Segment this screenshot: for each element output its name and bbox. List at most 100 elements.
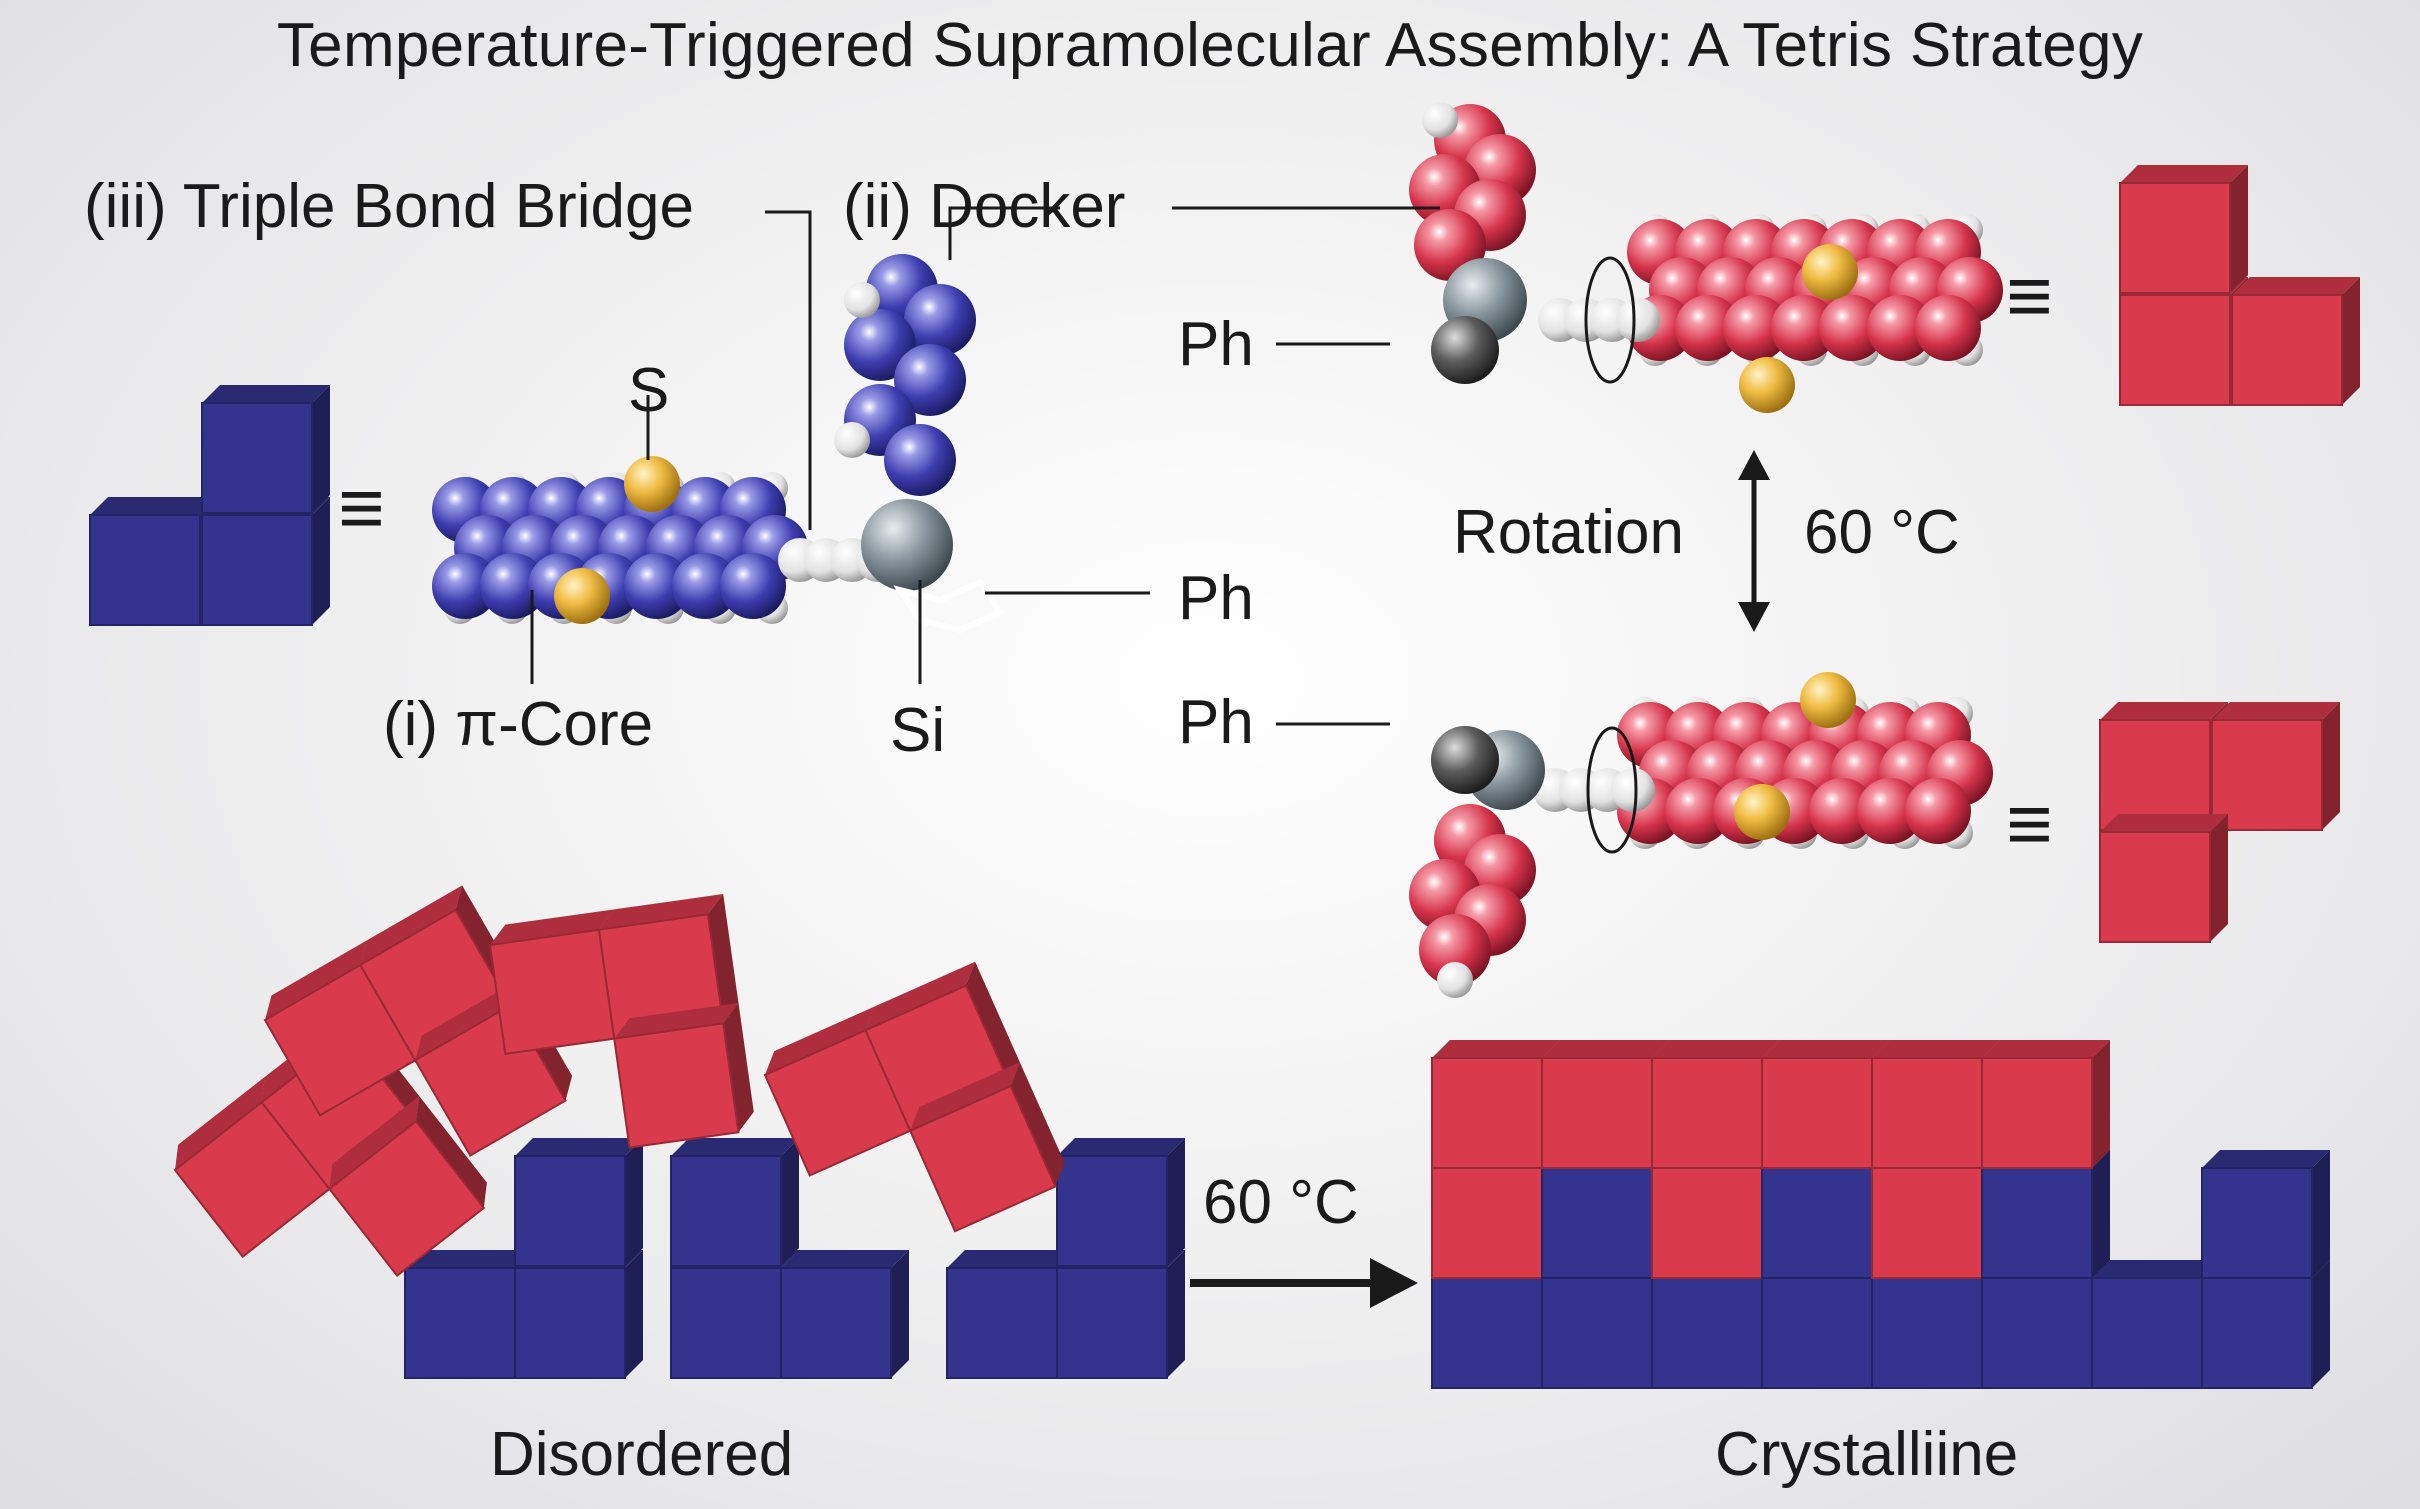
red-cube	[1541, 1040, 1670, 1169]
carbon-atom	[1915, 295, 1981, 361]
rotation-arrow-icon	[1584, 256, 1636, 384]
rotation-label: Rotation	[1453, 498, 1684, 567]
carbon-atom	[1665, 778, 1731, 844]
assembly-temperature-label: 60 °C	[1203, 1168, 1359, 1237]
blue-cube	[2091, 1260, 2220, 1389]
molecule-models	[432, 102, 2003, 998]
blue-cube	[670, 1250, 799, 1379]
blue-cube	[514, 1250, 643, 1379]
sulfur-label: S	[628, 356, 670, 425]
blue-cube	[780, 1250, 909, 1379]
tetris-cube	[2099, 702, 2228, 831]
tetris-cube	[2119, 165, 2248, 294]
blue-cube	[2201, 1150, 2330, 1279]
carbon-atom	[1867, 295, 1933, 361]
triple-bond-bridge-model	[1538, 298, 1660, 342]
red-cube	[613, 1002, 754, 1149]
sulfur-atom	[1739, 357, 1795, 413]
tetris-blocks	[89, 165, 2360, 1389]
phenyl-carbon	[844, 309, 916, 381]
red-cube	[908, 1062, 1065, 1233]
red-cube	[1431, 1040, 1560, 1169]
docker-callout-line-short	[948, 206, 1060, 260]
docker-label: (ii) Docker	[843, 172, 1126, 241]
bridge-callout-line	[765, 210, 812, 530]
phenyl-carbon	[904, 284, 976, 356]
blue-cube	[1981, 1260, 2110, 1389]
blue-cube	[2201, 1260, 2330, 1389]
blue-cube	[1761, 1260, 1890, 1389]
carbon-atom	[1675, 295, 1741, 361]
tetris-cube	[2119, 277, 2248, 406]
phenyl-carbon	[1431, 726, 1499, 794]
phenyl-carbon	[1419, 914, 1491, 986]
phenyl-carbon	[894, 344, 966, 416]
phenyl-carbon	[884, 424, 956, 496]
blue-cube	[1431, 1260, 1560, 1389]
hydrogen-atom	[1437, 962, 1473, 998]
bridge-atom	[1616, 298, 1660, 342]
callout-lines	[530, 206, 1770, 1308]
pi-core-model	[1617, 672, 1993, 849]
blue-l-piece	[89, 385, 330, 626]
tetris-cube	[2231, 277, 2360, 406]
right-arrow-icon	[1190, 1258, 1418, 1308]
red-cube	[1981, 1040, 2110, 1169]
equivalence-symbol-icon: ≡	[2006, 779, 2053, 868]
blue-cube	[1056, 1250, 1185, 1379]
blue-cube	[404, 1250, 533, 1379]
rotation-temperature-label: 60 °C	[1804, 498, 1960, 567]
bridge-atom	[1611, 768, 1655, 812]
middle-cube	[1431, 1150, 1560, 1279]
red-cube	[328, 1095, 487, 1278]
blue-cube	[1541, 1260, 1670, 1389]
equivalence-symbol-icon: ≡	[2006, 251, 2053, 340]
pi-core-model	[1627, 214, 2003, 413]
docker-model-red-upper	[1409, 102, 1536, 384]
red-cube	[1761, 1040, 1890, 1169]
equivalence-symbol-icon: ≡	[338, 463, 385, 552]
tetris-cube	[89, 497, 218, 626]
tetris-cube	[2211, 702, 2340, 831]
rotation-arrow-icon	[1586, 726, 1638, 854]
carbon-atom	[1771, 295, 1837, 361]
carbon-atom	[432, 553, 498, 619]
sulfur-atom	[1802, 244, 1858, 300]
phenyl-label-upper: Ph	[1178, 310, 1254, 379]
sulfur-atom	[1800, 672, 1856, 728]
sulfur-atom	[624, 456, 680, 512]
pi-core-model	[432, 456, 808, 624]
sulfur-atom	[1734, 784, 1790, 840]
silicon-label: Si	[890, 696, 946, 765]
silicon-atom	[861, 499, 953, 591]
red-l-piece-lower	[2099, 702, 2340, 943]
hydrogen-atom	[844, 282, 880, 318]
red-cube	[1871, 1040, 2000, 1169]
red-cube	[1651, 1040, 1780, 1169]
carbon-atom	[480, 553, 546, 619]
carbon-atom	[672, 553, 738, 619]
carbon-atom	[1809, 778, 1875, 844]
blue-cube	[670, 1138, 799, 1267]
blue-cube	[514, 1138, 643, 1267]
middle-cube	[1871, 1150, 2000, 1279]
hydrogen-atom	[1422, 102, 1458, 138]
phenyl-label-left: Ph	[1178, 564, 1254, 633]
blue-cube	[1871, 1260, 2000, 1389]
carbon-atom	[624, 553, 690, 619]
blue-cube	[946, 1250, 1075, 1379]
figure-title: Temperature-Triggered Supramolecular Ass…	[276, 11, 2144, 80]
tetris-cube	[201, 497, 330, 626]
carbon-atom	[1905, 778, 1971, 844]
red-piece-tilted-d	[763, 961, 1065, 1233]
middle-cube	[1981, 1150, 2110, 1279]
tetris-cube	[201, 385, 330, 514]
carbon-atom	[720, 553, 786, 619]
carbon-atom	[1857, 778, 1923, 844]
docker-model-blue	[834, 254, 1005, 634]
bridge-label: (iii) Triple Bond Bridge	[84, 172, 694, 241]
phenyl-label-lower: Ph	[1178, 688, 1254, 757]
carbon-atom	[1819, 295, 1885, 361]
